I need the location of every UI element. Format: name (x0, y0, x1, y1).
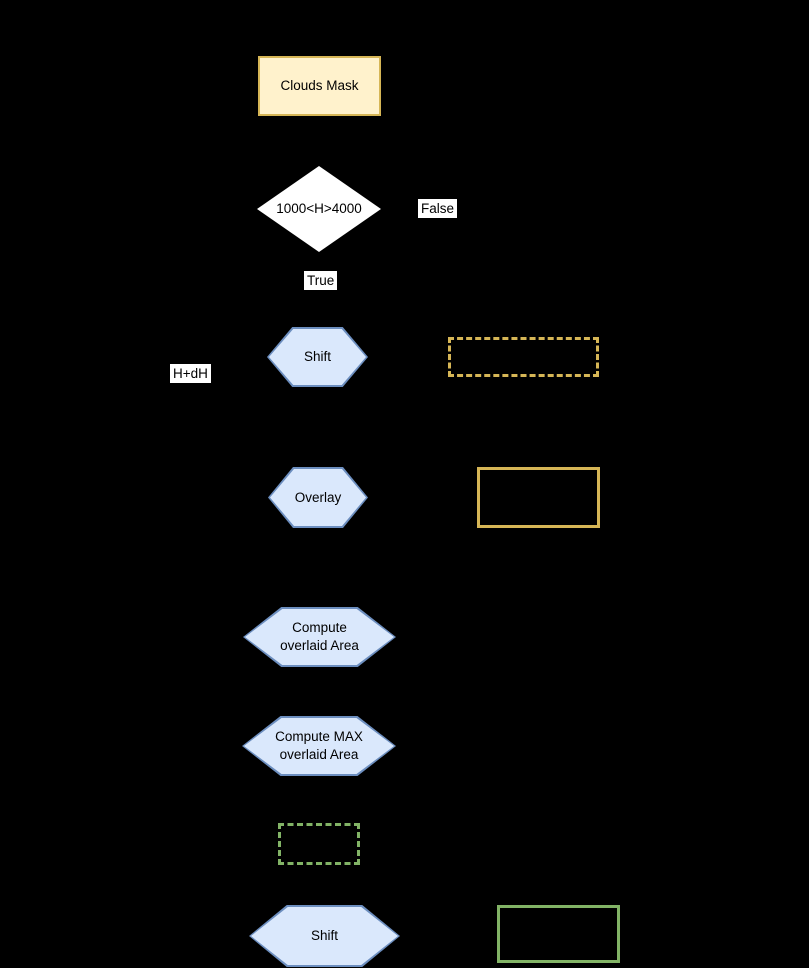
green-solid-box (497, 905, 620, 963)
node-decision-label: 1000<H>4000 (276, 201, 362, 216)
node-shift-2: Shift (249, 905, 400, 967)
node-clouds-mask: Clouds Mask (258, 56, 381, 116)
hexagon-fill (270, 469, 366, 526)
node-compute-max-overlaid-area-label: Compute MAX overlaid Area (275, 729, 363, 762)
node-compute-overlaid-area: Compute overlaid Area (243, 607, 396, 667)
node-overlay: Overlay (268, 467, 368, 528)
node-shift-2-label: Shift (310, 928, 338, 943)
node-shift-1: Shift (267, 327, 368, 387)
node-clouds-mask-label: Clouds Mask (280, 78, 359, 93)
yellow-dashed-box (448, 337, 599, 377)
hexagon-fill (251, 907, 398, 965)
yellow-solid-box (477, 467, 600, 528)
node-compute-overlaid-area-label: Compute overlaid Area (280, 620, 359, 653)
green-dashed-box (278, 823, 360, 865)
edge-label-false: False (418, 199, 458, 218)
edge-label-h-plus-dh: H+dH (170, 364, 211, 383)
edge-label-true: True (304, 271, 338, 290)
node-decision-diamond: 1000<H>4000 (257, 166, 381, 252)
node-overlay-label: Overlay (294, 489, 342, 505)
node-compute-max-overlaid-area: Compute MAX overlaid Area (242, 716, 396, 776)
node-shift-1-label: Shift (303, 349, 331, 364)
